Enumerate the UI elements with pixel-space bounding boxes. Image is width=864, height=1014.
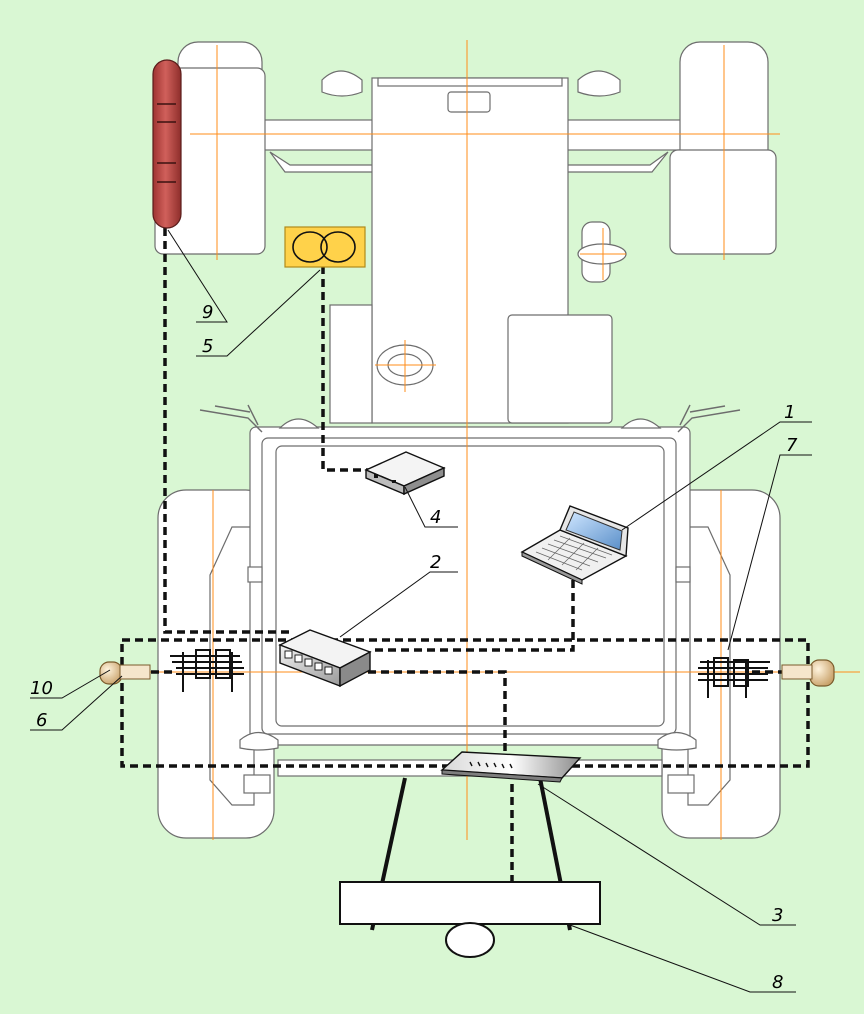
cables xyxy=(120,228,810,882)
front-headlight-left xyxy=(321,70,363,97)
front-headlight-right xyxy=(577,70,621,97)
hood-grille xyxy=(447,91,491,113)
drawbar-pin xyxy=(445,922,495,958)
cable-camera xyxy=(321,266,372,472)
laptop-icon xyxy=(520,505,629,585)
controller-icon xyxy=(364,451,446,496)
callout-7: 7 xyxy=(786,435,798,456)
front-right-fender xyxy=(669,149,777,255)
cab-step-right xyxy=(675,566,691,583)
implement-bar xyxy=(339,881,601,925)
callout-labels: 1 2 3 4 5 6 7 8 9 10 xyxy=(30,302,798,993)
front-arm-right xyxy=(564,151,669,173)
cab-light-front-left xyxy=(278,418,320,429)
router-icon xyxy=(440,751,582,783)
rear-lamp-right xyxy=(667,774,695,794)
callout-2: 2 xyxy=(430,552,441,573)
dual-camera-icon xyxy=(284,226,366,268)
cab-light-front-right xyxy=(620,418,662,429)
bracket-icon xyxy=(170,649,770,698)
callout-9: 9 xyxy=(202,302,213,323)
cab-light-rear-right xyxy=(657,731,697,751)
callout-10: 10 xyxy=(30,678,53,699)
cable-laptop xyxy=(370,580,575,652)
front-arm-left xyxy=(269,151,376,173)
side-plate-left xyxy=(329,304,373,424)
callout-3: 3 xyxy=(772,905,783,926)
beacon-light-icon xyxy=(152,59,182,229)
rear-lamp-left xyxy=(243,774,271,794)
hood-cap xyxy=(377,77,563,87)
cab-mirrors xyxy=(199,404,741,433)
vehicle-body xyxy=(154,41,781,958)
callout-leaders xyxy=(30,229,812,993)
callout-6: 6 xyxy=(36,710,47,731)
sensor-icon xyxy=(99,659,835,687)
side-plate-right xyxy=(507,314,613,424)
cab-step-left xyxy=(247,566,263,583)
cable-frame xyxy=(120,638,810,768)
callout-4: 4 xyxy=(430,507,441,528)
cable-beacon xyxy=(163,228,290,634)
switch-icon xyxy=(278,629,372,688)
callout-1: 1 xyxy=(784,402,795,423)
cab-light-rear-left xyxy=(239,731,279,751)
callout-8: 8 xyxy=(772,972,783,993)
cable-switch-router xyxy=(368,670,507,752)
callout-5: 5 xyxy=(202,336,213,357)
